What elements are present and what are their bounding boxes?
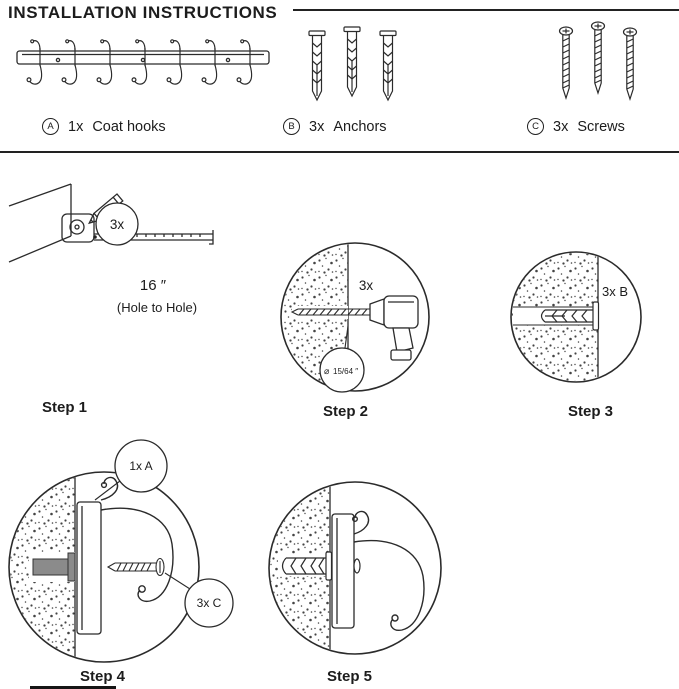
part-a-qty: 1x [68, 118, 84, 135]
anchor-icon [343, 26, 361, 97]
step2-label: Step 2 [323, 403, 369, 420]
step2-circle [280, 242, 430, 392]
diameter-symbol: ⌀ [324, 366, 330, 376]
anchor-icon [379, 30, 397, 101]
dimension-note: (Hole to Hole) [117, 300, 197, 315]
step5-label: Step 5 [327, 668, 373, 685]
screw-head [353, 558, 361, 574]
anchor-in-wall [540, 301, 600, 331]
rack-cross-section [76, 501, 102, 635]
part-c-qty: 3x [553, 118, 569, 135]
screws-drawing [558, 21, 638, 100]
anchors-drawing [308, 26, 397, 101]
part-c-badge: C [527, 118, 544, 135]
page-title: INSTALLATION INSTRUCTIONS [8, 3, 278, 22]
title-rule [293, 9, 679, 11]
screw-icon [590, 21, 606, 94]
step5-drawing [268, 481, 442, 655]
step1-qty-text: 3x [110, 217, 125, 232]
step3-qty-text: 3x B [602, 284, 628, 299]
step5-circle [268, 481, 442, 655]
rack-cross-section [331, 513, 355, 629]
part-b-name: Anchors [333, 118, 387, 135]
step3-circle [510, 251, 642, 383]
qty-callout-step1: 3x [95, 202, 139, 246]
drill-icon [369, 295, 419, 361]
part-b-badge: B [283, 118, 300, 135]
pencil-mark-dot [93, 235, 97, 239]
drill-size-callout: ⌀ 15/64 ″ [319, 325, 365, 393]
anchor-icon [308, 30, 326, 101]
step2-qty-text: 3x [359, 278, 374, 293]
step1-drawing: 3x 16 ″ (Hole to Hole) [8, 183, 214, 315]
part-c-name: Screws [577, 118, 625, 135]
drill-bit [290, 308, 370, 316]
anchor-in-wall [32, 552, 76, 582]
hook-rail [16, 50, 270, 65]
part-a-badge: A [42, 118, 59, 135]
callout-part-c: 3x C [164, 572, 234, 628]
part-c-label: C 3x Screws [527, 118, 625, 135]
part-a-label: A 1x Coat hooks [42, 118, 166, 135]
callout-a-text: 1x A [129, 459, 152, 473]
wall-corner [8, 183, 72, 263]
dimension-text: 16 ″ [140, 277, 167, 294]
screw-icon [622, 27, 638, 100]
coat-hooks-drawing [16, 39, 270, 85]
step1-label: Step 1 [42, 399, 88, 416]
step3-label: Step 3 [568, 403, 614, 420]
step3-drawing: 3x B [510, 251, 642, 383]
hook-profile [100, 476, 174, 603]
part-b-qty: 3x [309, 118, 325, 135]
screw-icon [558, 26, 574, 99]
callout-c-text: 3x C [197, 596, 222, 610]
part-b-label: B 3x Anchors [283, 118, 387, 135]
bottom-crop-artifact [30, 686, 116, 689]
step4-circle [8, 471, 200, 663]
drill-size-text: 15/64 ″ [333, 367, 358, 376]
part-a-name: Coat hooks [92, 118, 166, 135]
callout-part-a: 1x A [94, 439, 168, 501]
screw-side [106, 557, 165, 577]
step2-drawing: 3x ⌀ 15/64 ″ [280, 242, 430, 393]
step4-label: Step 4 [80, 668, 126, 685]
section-divider [0, 151, 679, 153]
step4-drawing: 1x A 3x C [8, 439, 234, 663]
hook-profile [351, 510, 425, 632]
